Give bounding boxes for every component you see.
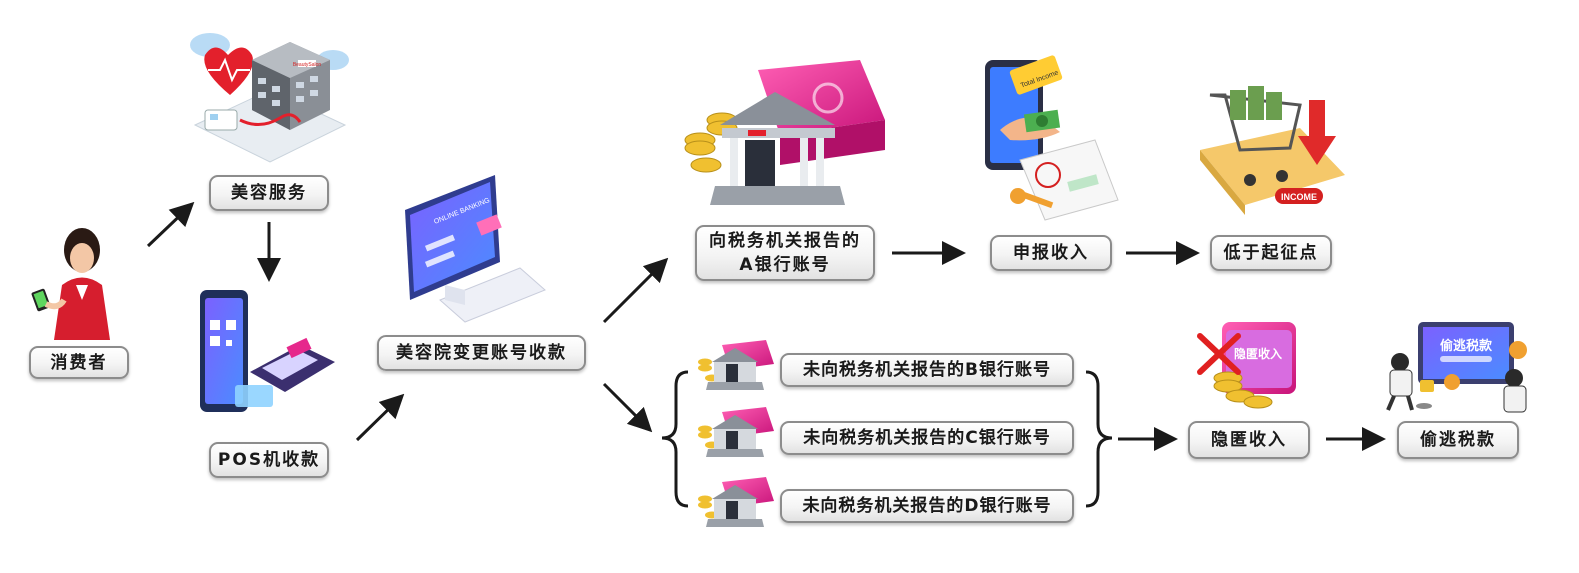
- node-below-threshold-label: 低于起征点: [1223, 243, 1319, 263]
- monitor-label-text: 偷逃税款: [1440, 338, 1493, 354]
- node-bank-d: 未向税务机关报告的D银行账号: [780, 489, 1074, 523]
- node-bank-c-label: 未向税务机关报告的C银行账号: [803, 428, 1051, 448]
- below-threshold-illustration: INCOME: [1200, 86, 1345, 215]
- income-label-text: INCOME: [1281, 192, 1317, 202]
- node-hide-income: 隐匿收入: [1188, 421, 1310, 459]
- declare-income-illustration: Total Income: [985, 55, 1119, 221]
- bank-c-icon: [698, 407, 774, 457]
- node-bank-b-label: 未向税务机关报告的B银行账号: [803, 360, 1051, 380]
- left-brace: [661, 370, 689, 508]
- arrow-change-to-brace: [602, 382, 653, 433]
- node-change-account: 美容院变更账号收款: [377, 335, 586, 371]
- bank-d-icon: [698, 477, 774, 527]
- node-bank-a: 向税务机关报告的 A银行账号: [695, 225, 875, 281]
- node-beauty-service: 美容服务: [209, 175, 329, 211]
- node-consumer-label: 消费者: [50, 352, 108, 373]
- beauty-salon-illustration: BeautySalon: [190, 33, 349, 163]
- bank-a-illustration: [684, 60, 885, 205]
- node-tax-evasion: 偷逃税款: [1397, 421, 1519, 459]
- node-declare-income: 申报收入: [990, 235, 1112, 271]
- arrow-change-to-bank-a: [602, 257, 669, 324]
- node-change-account-label: 美容院变更账号收款: [396, 343, 567, 363]
- salon-sign-text: BeautySalon: [293, 62, 322, 68]
- node-bank-a-label-line2: A银行账号: [739, 255, 831, 275]
- node-pos-payment-label: POS机收款: [217, 450, 321, 470]
- right-brace: [1085, 370, 1113, 508]
- node-bank-c: 未向税务机关报告的C银行账号: [780, 421, 1074, 455]
- node-consumer: 消费者: [29, 346, 129, 379]
- pos-terminal-illustration: [200, 290, 335, 412]
- node-declare-income-label: 申报收入: [1013, 243, 1089, 263]
- hide-label-text: 隐匿收入: [1234, 346, 1282, 361]
- node-bank-d-label: 未向税务机关报告的D银行账号: [802, 496, 1052, 516]
- node-beauty-service-label: 美容服务: [231, 183, 307, 203]
- node-bank-a-label-line1: 向税务机关报告的: [709, 231, 861, 251]
- bank-b-icon: [698, 340, 774, 390]
- node-tax-evasion-label: 偷逃税款: [1420, 430, 1496, 450]
- arrow-consumer-to-service: [146, 201, 195, 248]
- node-hide-income-label: 隐匿收入: [1211, 430, 1287, 450]
- consumer-illustration: [31, 228, 110, 340]
- online-banking-illustration: ONLINE BANKING: [405, 175, 546, 323]
- hide-income-illustration: 隐匿收入: [1197, 322, 1296, 409]
- arrow-pos-to-change: [355, 393, 405, 442]
- node-pos-payment: POS机收款: [209, 442, 329, 478]
- node-bank-b: 未向税务机关报告的B银行账号: [780, 353, 1074, 387]
- node-below-threshold: 低于起征点: [1210, 235, 1332, 271]
- tax-evasion-illustration: 偷逃税款: [1386, 322, 1527, 413]
